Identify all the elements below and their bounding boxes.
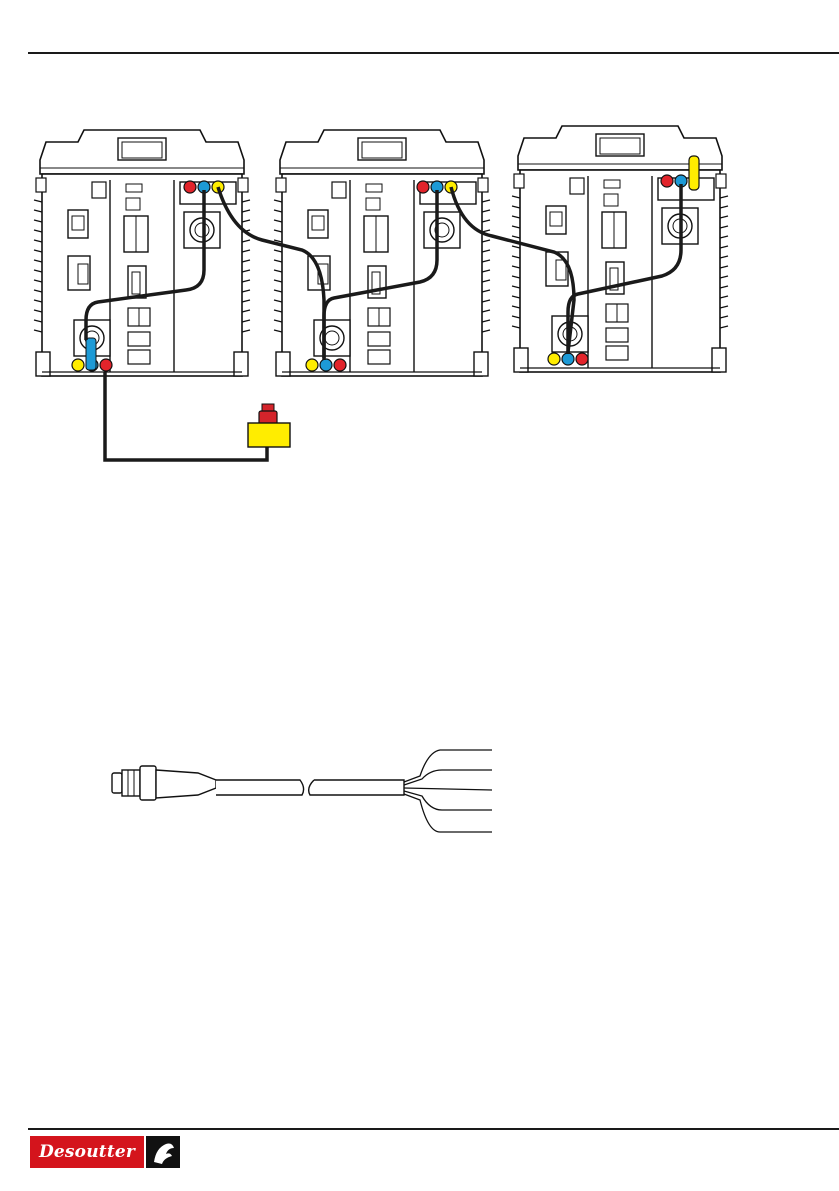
brand-name: Desoutter [30, 1136, 144, 1168]
brand-mark-icon [146, 1136, 180, 1168]
footer-rule [28, 1128, 839, 1130]
controller-2-bottom-connectors [306, 359, 346, 371]
terminator-plug [689, 156, 699, 190]
cable-with-flying-leads [112, 750, 492, 832]
controller-1 [34, 130, 250, 376]
bridge-plug [86, 338, 96, 370]
emergency-stop-cable [105, 372, 267, 460]
controller-3-bottom-connectors [548, 353, 588, 365]
desoutter-logo: Desoutter [30, 1136, 180, 1168]
emergency-stop [248, 404, 290, 447]
